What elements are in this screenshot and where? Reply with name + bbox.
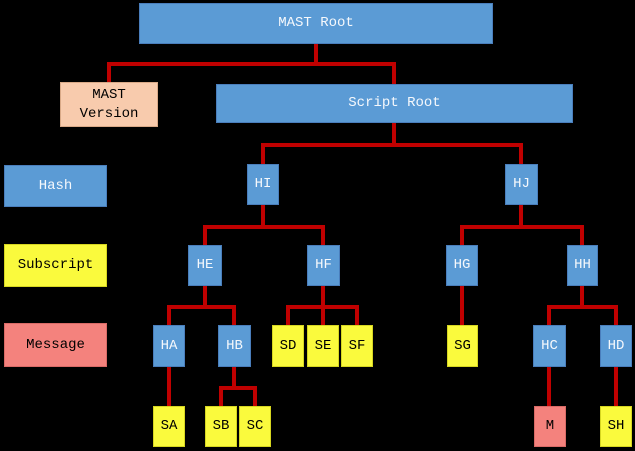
edge-hf-sf [355,305,359,325]
edge-hi-hf [321,225,325,245]
node-hc: HC [533,325,566,367]
edge-hg-sg [460,286,464,325]
edge-scriptroot-bar [261,143,523,147]
edge-he-ha [167,305,171,325]
node-ha: HA [153,325,185,367]
edge-hi-stem [261,205,265,225]
edge-hh-hc [547,305,551,325]
edge-he-hb [232,305,236,325]
edge-scriptroot-hi [261,143,265,164]
edge-hd-sh [614,367,618,406]
node-hj: HJ [505,164,538,205]
node-mast-root: MAST Root [139,3,493,44]
node-sg: SG [447,325,478,367]
edge-hj-hg [460,225,464,245]
edge-scriptroot-hj [519,143,523,164]
edge-mastroot-mastversion [107,62,111,82]
edge-he-bar [167,305,236,309]
edge-hj-bar [460,225,584,229]
node-se: SE [307,325,339,367]
node-mast-version: MAST Version [60,82,158,127]
node-he: HE [188,245,222,286]
edge-mastroot-scriptroot [392,62,396,84]
node-sa: SA [153,406,185,447]
edge-hf-se [321,305,325,325]
edge-mastroot-bar [107,62,396,66]
edge-hb-sb [219,386,223,406]
edge-hj-hh [580,225,584,245]
edge-mastroot-stem [314,44,318,62]
edge-hf-sd [286,305,290,325]
edge-hi-bar [203,225,325,229]
node-hg: HG [446,245,478,286]
node-sf: SF [341,325,373,367]
node-sh: SH [600,406,632,447]
edge-scriptroot-stem [392,123,396,143]
legend-message: Message [4,323,107,367]
edge-hc-m [547,367,551,406]
edge-hb-sc [253,386,257,406]
node-sb: SB [205,406,237,447]
edge-he-stem [203,286,207,305]
edge-hh-hd [614,305,618,325]
node-hh: HH [567,245,598,286]
node-hf: HF [307,245,340,286]
edge-hi-he [203,225,207,245]
edge-ha-sa [167,367,171,406]
legend-subscript: Subscript [4,244,107,287]
edge-hh-bar [547,305,618,309]
node-script-root: Script Root [216,84,573,123]
node-hb: HB [218,325,251,367]
node-hd: HD [600,325,632,367]
edge-hf-stem [321,286,325,305]
node-m: M [534,406,566,447]
node-sd: SD [272,325,304,367]
node-hi: HI [247,164,279,205]
legend-hash: Hash [4,165,107,207]
edge-hj-stem [519,205,523,225]
edge-hh-stem [580,286,584,305]
edge-hb-stem [232,367,236,386]
node-sc: SC [239,406,271,447]
edge-hb-bar [219,386,257,390]
